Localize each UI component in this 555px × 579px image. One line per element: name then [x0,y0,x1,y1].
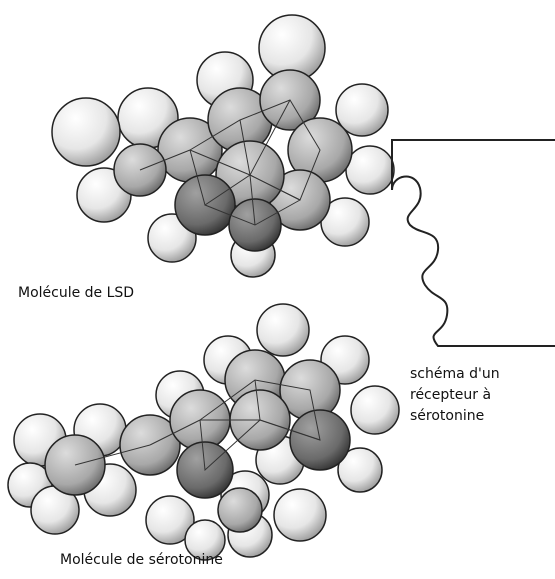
receptor-label: schéma d'un récepteur à sérotonine [410,364,500,427]
lsd-molecule [52,15,394,277]
serotonine-molecule [8,304,399,560]
receptor-label-line1: schéma d'un [410,364,500,385]
serotonine-label: Molécule de sérotonine [60,552,223,568]
receptor-label-line3: sérotonine [410,406,500,427]
receptor-label-line2: récepteur à [410,385,500,406]
lsd-label: Molécule de LSD [18,285,134,301]
receptor-schema [392,140,555,346]
